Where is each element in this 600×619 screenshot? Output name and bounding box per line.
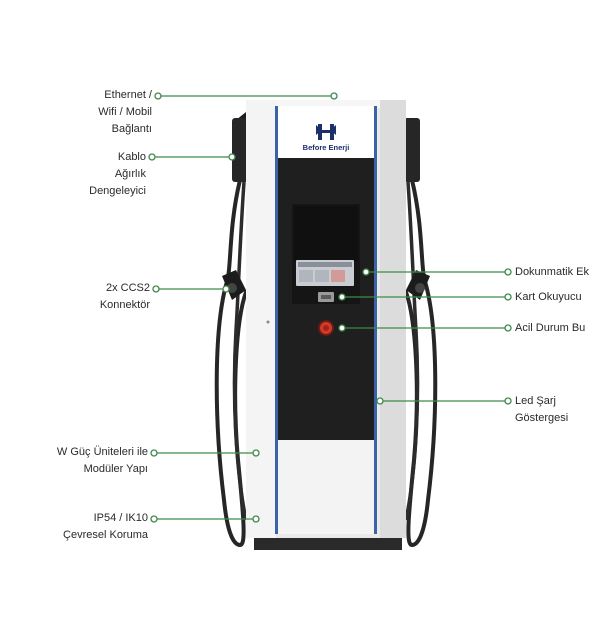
- callout-protection: IP54 / IK10 Çevresel Koruma: [20, 510, 148, 544]
- right-ccs2-connector-icon: [406, 270, 430, 300]
- callout-line: Ağırlık: [114, 168, 146, 180]
- callout-line: Dokunmatik Ek: [515, 266, 589, 278]
- callout-line: Kablo: [117, 151, 146, 163]
- callout-power: W Güç Üniteleri ile Modüler Yapı: [10, 444, 148, 478]
- callout-line: 2x CCS2: [105, 282, 150, 294]
- callout-touch: Dokunmatik Ek: [515, 264, 600, 281]
- leader-lines-left: [148, 92, 338, 523]
- callout-line: Ethernet /: [104, 89, 152, 101]
- callout-line: Konnektör: [99, 299, 150, 311]
- callout-card: Kart Okuyucu: [515, 289, 600, 306]
- callout-emergency: Acil Durum Bu: [515, 320, 600, 337]
- leader-lines-right: [338, 268, 512, 405]
- callout-led: Led Şarj Göstergesi: [515, 393, 600, 427]
- emergency-button-icon: [318, 320, 334, 336]
- left-ccs2-connector-icon: [222, 270, 246, 300]
- brand-name: Before Enerji: [302, 143, 350, 152]
- card-reader-icon: [318, 292, 334, 302]
- left-holster: [232, 112, 248, 182]
- callout-line: Led Şarj: [515, 395, 556, 407]
- charger-body: [246, 100, 406, 538]
- callout-line: Wifi / Mobil: [98, 106, 152, 118]
- brand-logo-icon: [316, 124, 336, 140]
- callout-network: Ethernet / Wifi / Mobil Bağlantı: [60, 87, 152, 138]
- callout-line: Acil Durum Bu: [515, 322, 586, 334]
- callout-line: IP54 / IK10: [93, 512, 148, 524]
- right-holster: [404, 118, 420, 182]
- charger-base: [254, 536, 402, 550]
- touch-screen-icon: [296, 260, 354, 286]
- callout-line: Dengeleyici: [89, 185, 146, 197]
- callout-line: Bağlantı: [111, 123, 152, 135]
- callout-line: Çevresel Koruma: [63, 529, 148, 541]
- callout-line: Modüler Yapı: [83, 463, 148, 475]
- callout-cable: Kablo Ağırlık Dengeleyici: [50, 149, 146, 200]
- callout-line: W Güç Üniteleri ile: [56, 446, 148, 458]
- callout-line: Göstergesi: [515, 412, 569, 424]
- callout-connector: 2x CCS2 Konnektör: [50, 280, 150, 314]
- callout-line: Kart Okuyucu: [515, 291, 582, 303]
